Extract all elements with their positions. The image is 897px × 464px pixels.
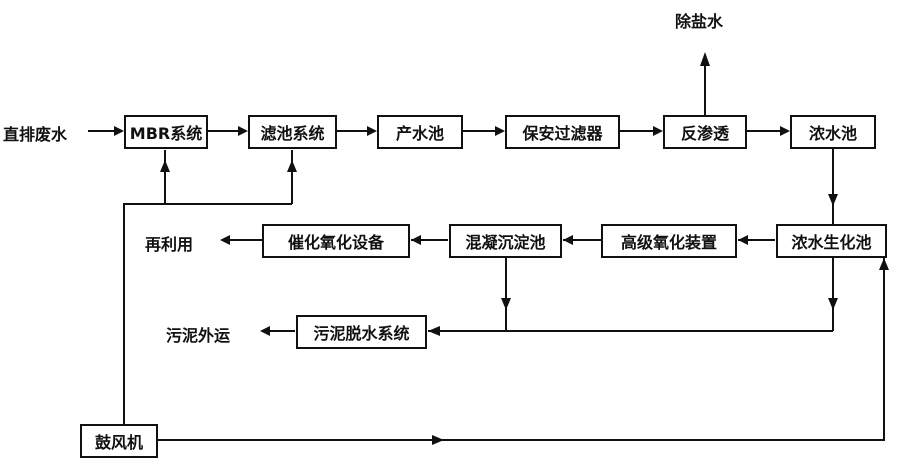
arrowhead-bio-to-advanced	[738, 235, 748, 245]
output-sludge-out: 污泥外运	[166, 326, 231, 345]
arrowhead-security-to-ro	[653, 126, 663, 136]
arrowhead-bio-sludge	[828, 298, 838, 310]
arrowhead-filter-to-product	[367, 126, 377, 136]
arrowhead-concentrate-to-bio	[828, 194, 838, 206]
line-blower-air-main	[123, 203, 292, 425]
arrowhead-ro-to-desalinated	[700, 52, 710, 66]
arrowhead-catalytic-to-reuse	[220, 235, 230, 245]
node-sludge-dewater: 污泥脱水系统	[296, 315, 427, 349]
arrowhead-air-to-filter	[287, 160, 297, 172]
arrowhead-ro-to-concentrate	[780, 126, 790, 136]
arrowhead-product-to-security	[495, 126, 505, 136]
node-security-filter: 保安过滤器	[505, 115, 620, 149]
arrowhead-mbr-to-filter	[238, 126, 248, 136]
node-ro: 反渗透	[663, 115, 747, 149]
node-blower: 鼓风机	[80, 424, 158, 458]
node-advanced-oxidation: 高级氧化装置	[601, 224, 737, 258]
node-coagulation: 混凝沉淀池	[449, 224, 562, 258]
arrowhead-air-to-mbr	[160, 160, 170, 172]
node-catalytic-oxidation: 催化氧化设备	[262, 224, 410, 258]
arrowhead-to-sludge-dewater	[428, 326, 440, 336]
arrowhead-air-to-bio	[879, 258, 889, 270]
arrowhead-advanced-to-coag	[563, 235, 573, 245]
arrowhead-coag-to-catalytic	[411, 235, 421, 245]
node-concentrate-pool: 浓水池	[790, 115, 876, 149]
input-direct-wastewater: 直排废水	[3, 125, 68, 144]
node-concentrate-bio: 浓水生化池	[776, 224, 887, 258]
node-filter-pool: 滤池系统	[248, 115, 337, 149]
node-mbr: MBR系统	[124, 115, 208, 149]
line-air-to-bio	[157, 258, 885, 441]
node-product-pool: 产水池	[377, 115, 463, 149]
output-reuse: 再利用	[145, 235, 194, 254]
arrowhead-air-midline	[432, 435, 444, 445]
arrowhead-input-to-mbr	[114, 126, 124, 136]
arrowhead-dewater-to-out	[260, 326, 270, 336]
output-desalinated-water: 除盐水	[675, 12, 724, 31]
arrowhead-coag-sludge	[501, 298, 511, 310]
